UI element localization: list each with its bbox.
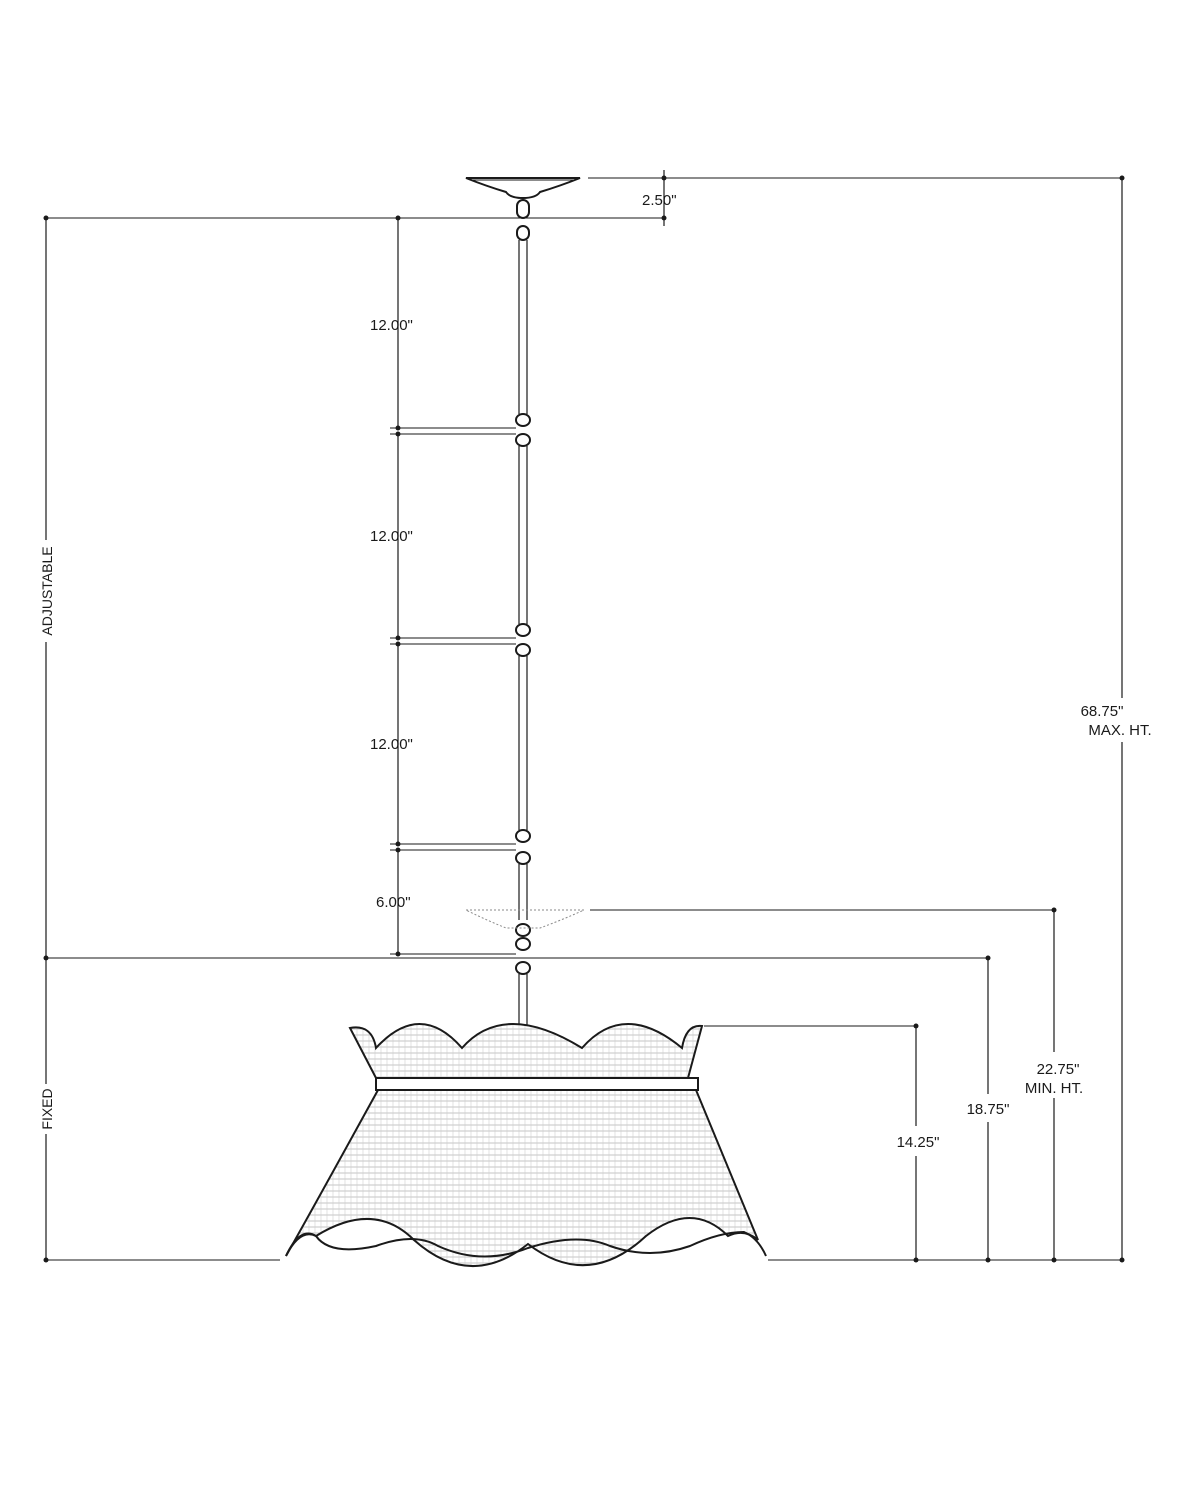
min-height-value: 22.75" xyxy=(1037,1061,1080,1078)
fixed-height-label: 18.75" xyxy=(967,1101,1010,1118)
fixed-label: FIXED xyxy=(39,1088,55,1129)
rod-segment-3-label: 12.00" xyxy=(370,736,413,753)
right-dimension-lines xyxy=(590,175,1125,1263)
max-height-value: 68.75" xyxy=(1081,703,1124,720)
rod-segment-1-label: 12.00" xyxy=(370,317,413,334)
scalloped-shade xyxy=(285,1023,767,1267)
canopy-dimension xyxy=(588,170,1122,226)
left-dimension-line xyxy=(43,215,988,1263)
ceiling-canopy xyxy=(465,177,581,200)
adjustable-label: ADJUSTABLE xyxy=(39,546,55,635)
shade-height-label: 14.25" xyxy=(897,1134,940,1151)
rod-segment-dimensions xyxy=(390,215,516,957)
min-height-label: MIN. HT. xyxy=(1025,1080,1083,1097)
ghost-canopy xyxy=(465,909,585,929)
rod-segment-4-label: 6.00" xyxy=(376,894,411,911)
canopy-height-label: 2.50" xyxy=(642,192,677,209)
hanging-rod xyxy=(515,199,531,1028)
max-height-label: MAX. HT. xyxy=(1088,722,1151,739)
rod-segment-2-label: 12.00" xyxy=(370,528,413,545)
